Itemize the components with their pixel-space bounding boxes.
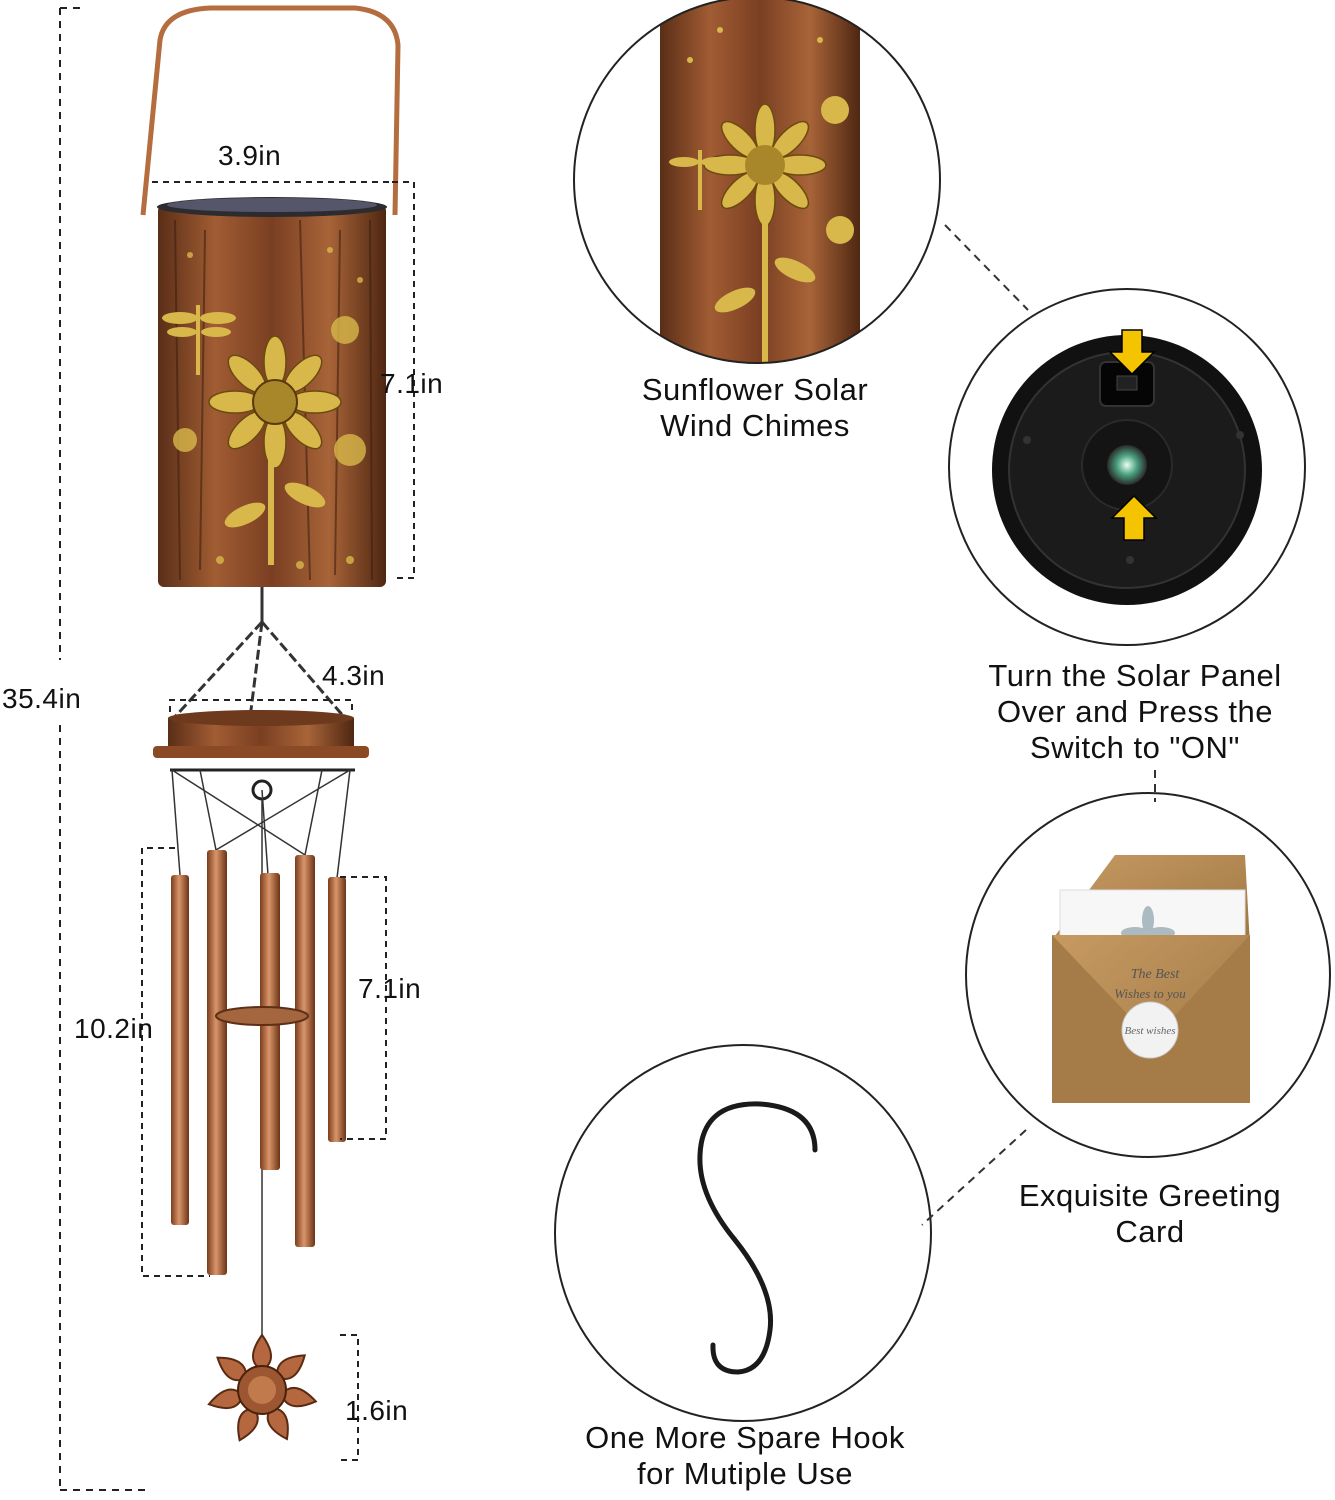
ring-width-line [169,699,353,712]
flower-height-line [340,1334,359,1461]
callout-connectors [921,224,1156,1226]
lantern-body [157,197,387,587]
striker-disc [215,1006,309,1026]
chime-ring [153,710,369,801]
card-line-2: Wishes to you [1114,986,1186,1001]
flower-height-label: 1.6in [345,1395,409,1426]
hanging-chain [170,587,347,722]
overall-height-label: 35.4in [2,683,82,714]
arrow-up-icon [1110,494,1158,541]
sunflower-cutout [208,335,342,565]
tube-5 [328,877,346,1142]
short-tube-line [340,876,387,1140]
chime-tubes [171,850,346,1275]
spare-hook-closeup [554,1044,932,1422]
arrow-down-icon [1108,329,1156,376]
sunflower-closeup [573,0,941,364]
card-caption: Exquisite Greeting Card [1018,1178,1282,1249]
lantern-width-label: 3.9in [218,140,282,171]
long-tube-label: 10.2in [74,1013,154,1044]
sunflower-caption: Sunflower Solar Wind Chimes [641,372,869,443]
lantern-height-label: 7.1in [380,368,444,399]
hook-caption: One More Spare Hook for Mutiple Use [585,1420,905,1491]
greeting-card-closeup: The Best Wishes to you Best wishes [965,792,1331,1158]
tube-2 [207,850,227,1275]
card-sticker [1121,1001,1179,1059]
dragonfly-cutout [162,305,236,375]
overall-height-line [59,7,150,1491]
long-tube-line [141,847,210,1277]
short-tube-label: 7.1in [358,973,422,1004]
solar-switch-closeup [948,288,1306,646]
s-hook-icon [697,1101,818,1375]
flower-pendant [207,1333,318,1442]
tube-4 [295,855,315,1247]
card-line-1: The Best [1131,967,1181,982]
ring-width-label: 4.3in [322,660,386,691]
lantern-handle [140,5,401,216]
tube-1 [171,875,189,1225]
switch-caption: Turn the Solar Panel Over and Press the … [988,658,1282,765]
led-lens [1107,445,1147,485]
sticker-text: Best wishes [1124,1025,1175,1037]
lantern-height-line [392,181,415,579]
